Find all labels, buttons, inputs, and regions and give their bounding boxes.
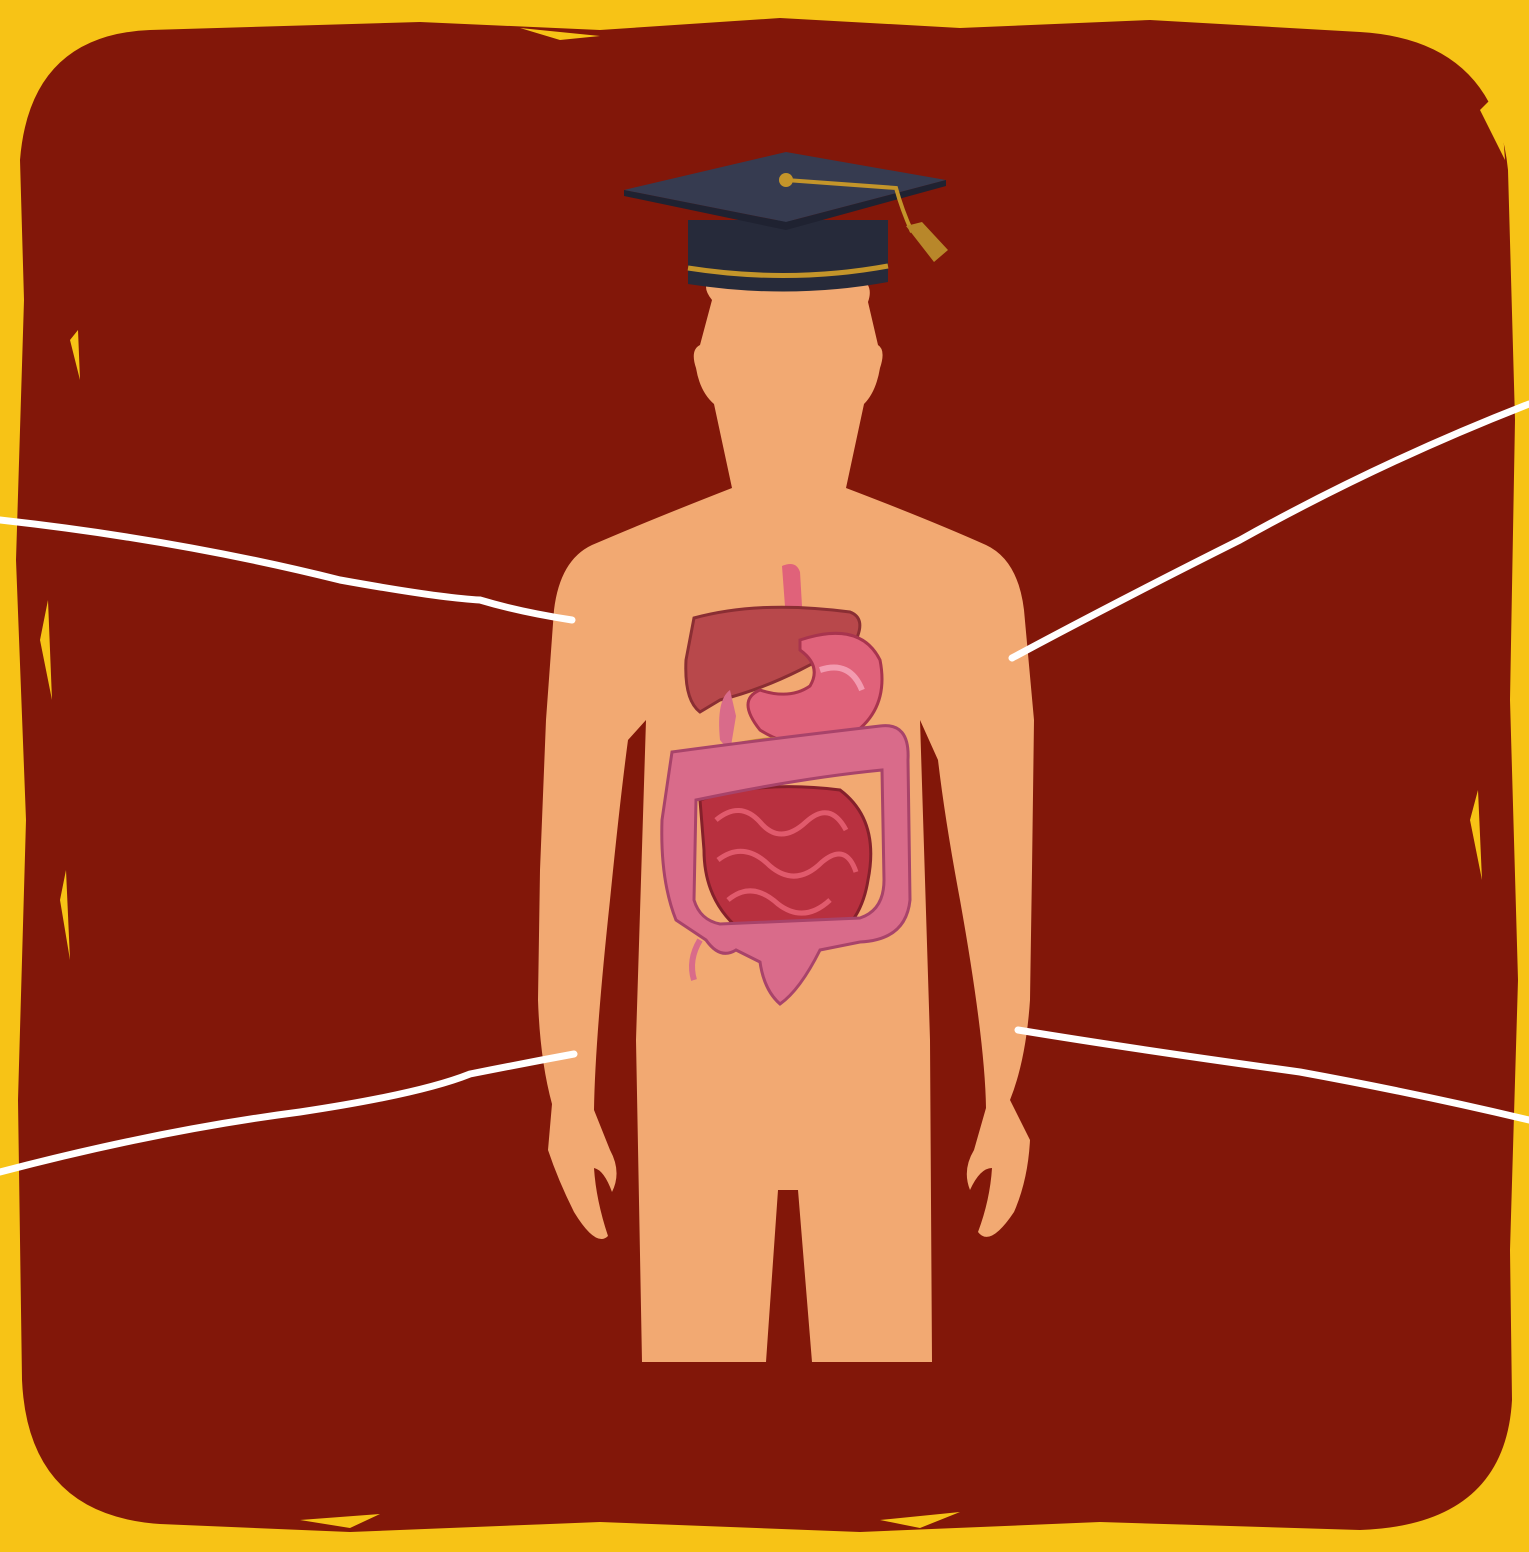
cap-band — [688, 220, 888, 292]
